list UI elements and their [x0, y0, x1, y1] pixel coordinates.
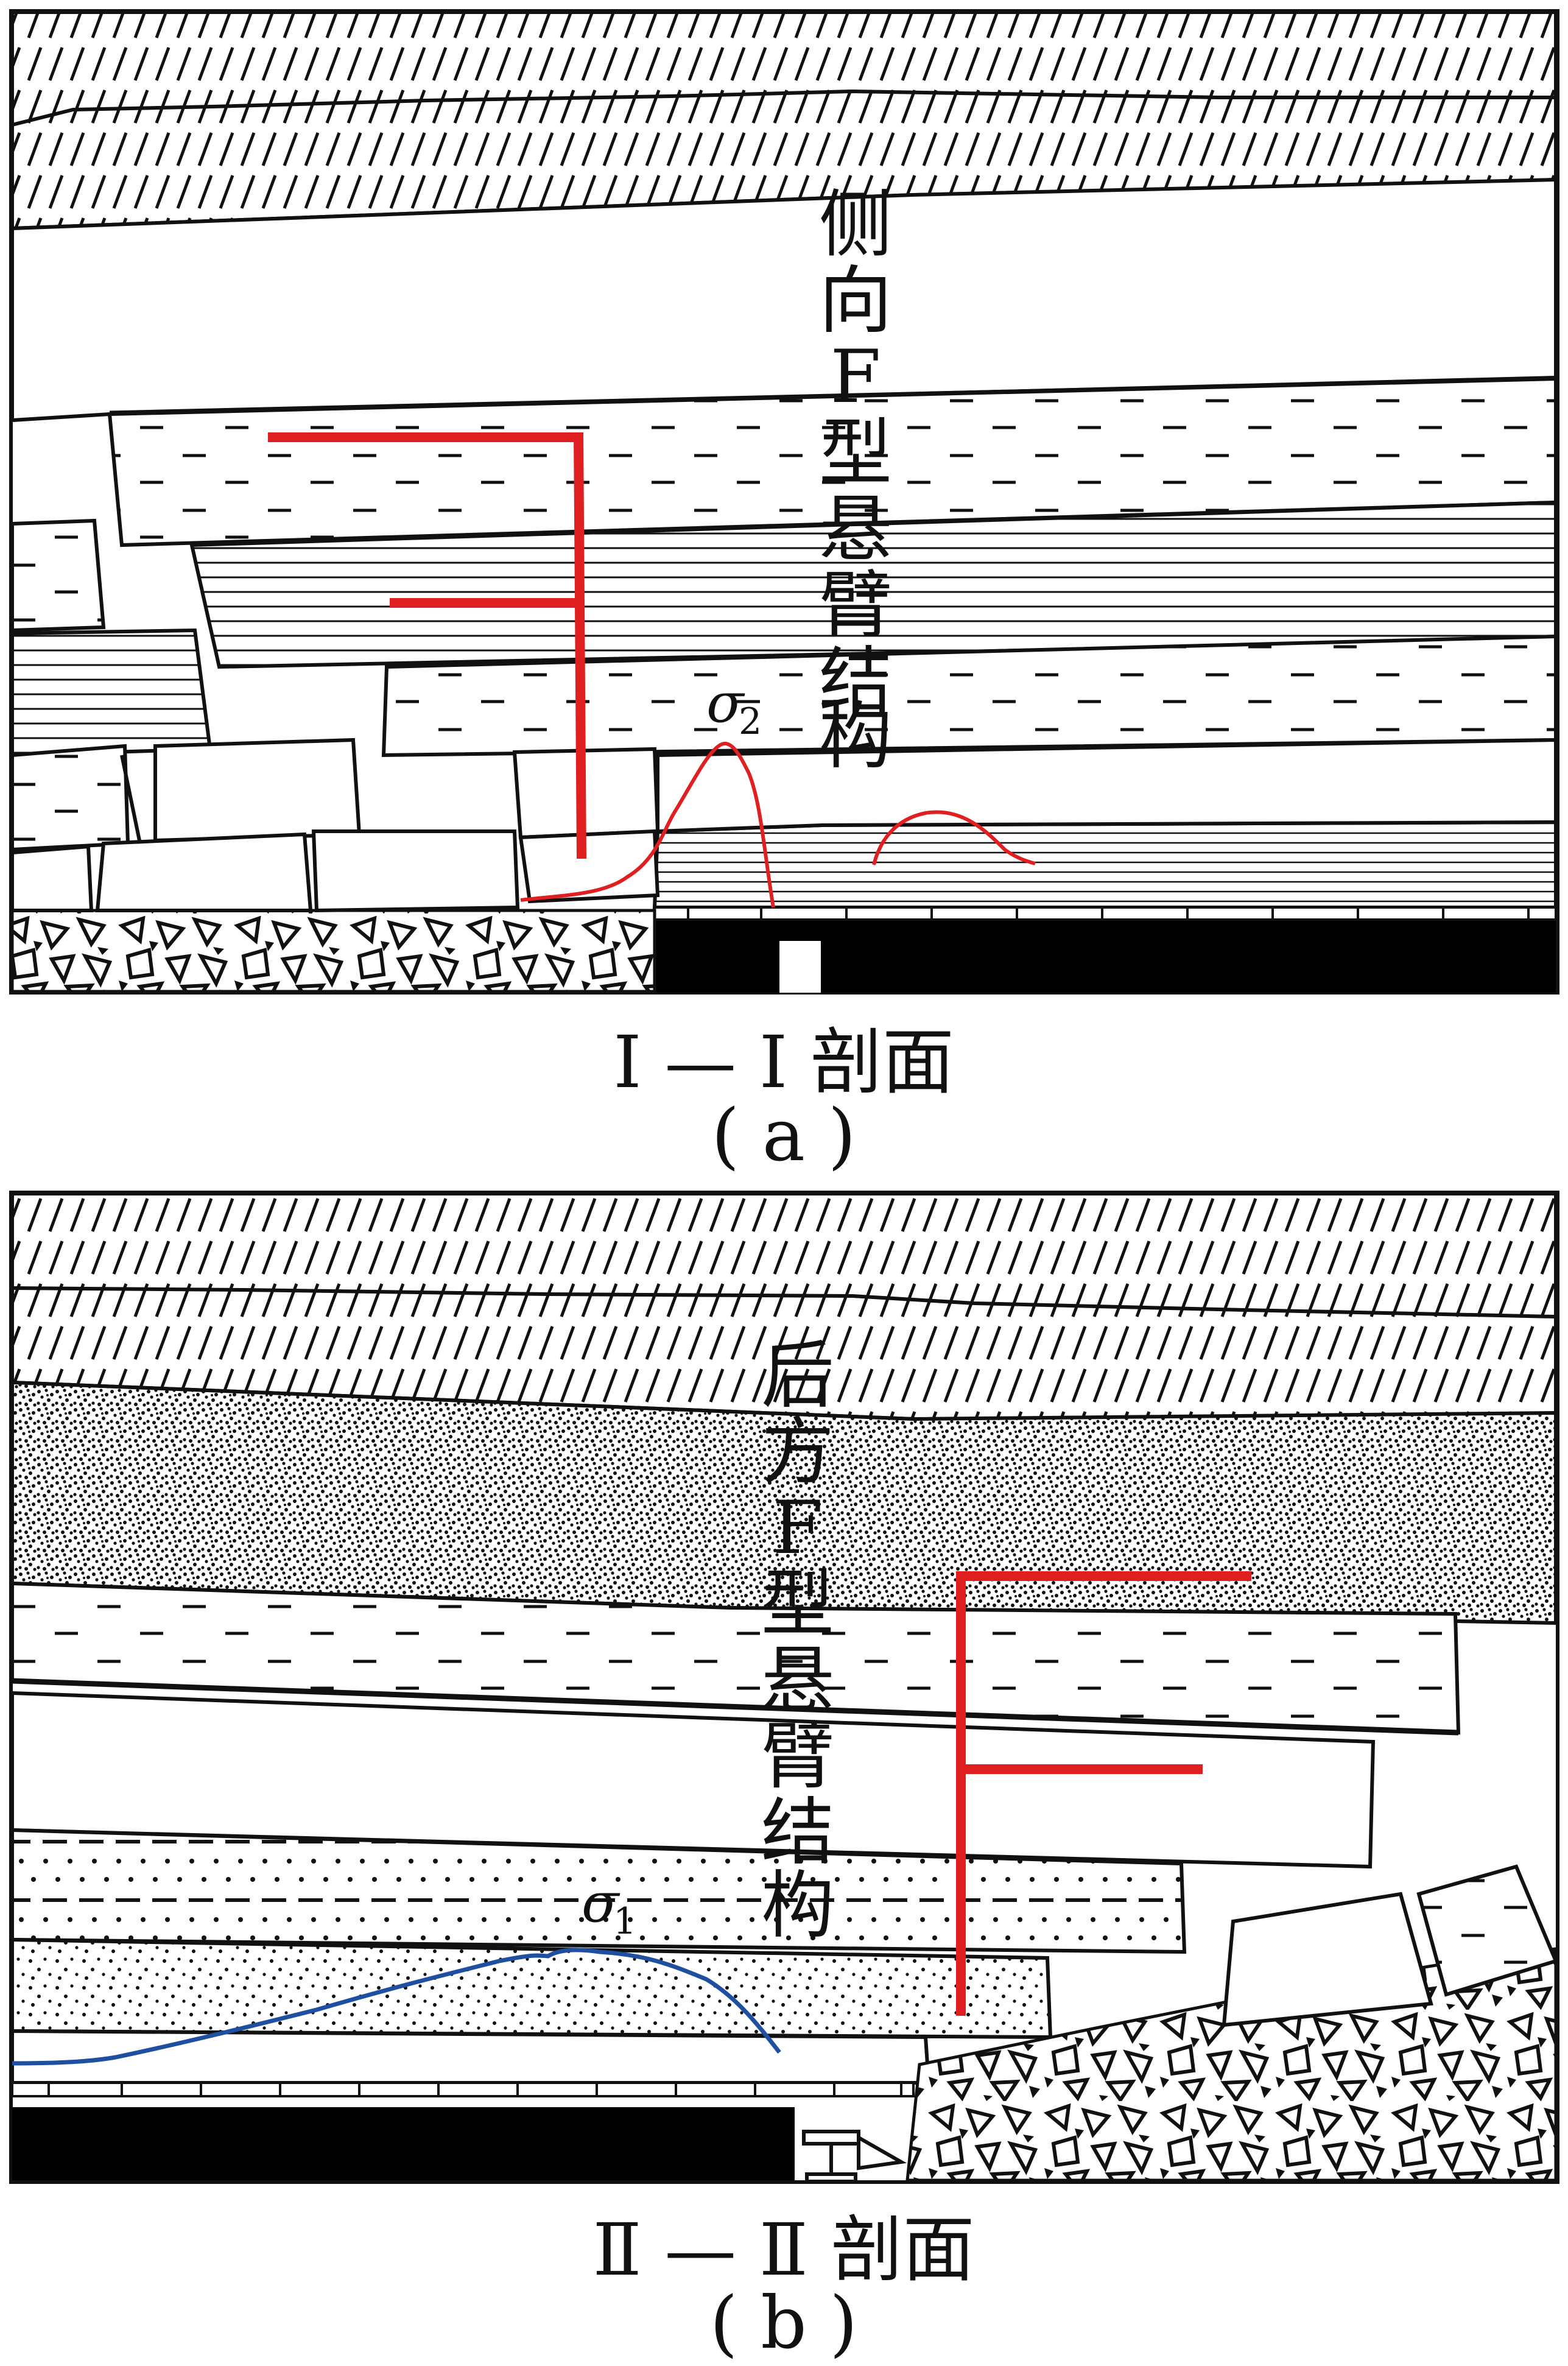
stress-curve-sigma1 — [12, 1948, 781, 2066]
svg-text:1: 1 — [613, 1900, 636, 1943]
panel-letter-a: ( a ) — [711, 1093, 856, 1177]
dashed-layer-b1 — [10, 1581, 1461, 1735]
svg-text:型: 型 — [761, 1562, 834, 1647]
svg-text:臂: 臂 — [819, 563, 892, 648]
vertical-label-b: 后 方 F 型 悬 臂 结 构 — [761, 1334, 834, 1948]
svg-text:σ: σ — [582, 1871, 621, 1935]
goaf-rubble — [10, 909, 656, 993]
panel-b: 后 方 F 型 悬 臂 结 构 σ 1 — [9, 1191, 1559, 2184]
hydraulic-support — [802, 2130, 907, 2183]
f-cantilever-structure — [268, 432, 586, 859]
immediate-roof-laminae — [652, 820, 1558, 909]
svg-text:悬: 悬 — [761, 1638, 834, 1723]
stress-curve-secondary — [872, 810, 1036, 865]
svg-text:型: 型 — [819, 411, 892, 496]
svg-text:方: 方 — [761, 1410, 834, 1495]
svg-text:2: 2 — [739, 700, 762, 743]
svg-text:侧: 侧 — [819, 183, 892, 267]
support-row — [653, 906, 1557, 921]
svg-text:向: 向 — [819, 259, 892, 343]
broken-blocks — [10, 518, 660, 913]
roadway — [779, 941, 821, 993]
white-layer-b — [10, 1691, 1376, 1869]
svg-text:F: F — [772, 1486, 823, 1571]
vertical-label-a: 侧 向 F 型 悬 臂 结 构 — [819, 183, 892, 779]
stress-curve-sigma2 — [520, 742, 775, 908]
svg-text:臂: 臂 — [761, 1714, 834, 1799]
stress-label-sigma2: σ 2 — [706, 671, 762, 743]
panel-letter-b: ( b ) — [710, 2281, 858, 2365]
dotdash-layer — [10, 1828, 1187, 1954]
coal-seam-b — [12, 2107, 795, 2180]
svg-text:悬: 悬 — [819, 487, 892, 572]
svg-text:构: 构 — [761, 1864, 834, 1948]
svg-text:结: 结 — [761, 1790, 834, 1875]
svg-text:后: 后 — [761, 1334, 834, 1418]
svg-text:σ: σ — [706, 671, 745, 735]
svg-text:构: 构 — [819, 694, 892, 779]
support-row-b — [11, 2082, 915, 2097]
f-cantilever-structure-b — [956, 1571, 1251, 2016]
broken-blocks-b — [1222, 1864, 1559, 2027]
panel-a: 侧 向 F 型 悬 臂 结 构 σ 2 — [9, 9, 1559, 995]
svg-text:结: 结 — [819, 639, 892, 724]
strata-boundary — [12, 89, 1556, 127]
stress-label-sigma1: σ 1 — [582, 1871, 636, 1943]
svg-text:F: F — [830, 335, 881, 420]
section-title-b: Ⅱ — Ⅱ 剖面 — [593, 2208, 975, 2292]
section-title-a: Ⅰ — Ⅰ 剖面 — [613, 1020, 954, 1104]
